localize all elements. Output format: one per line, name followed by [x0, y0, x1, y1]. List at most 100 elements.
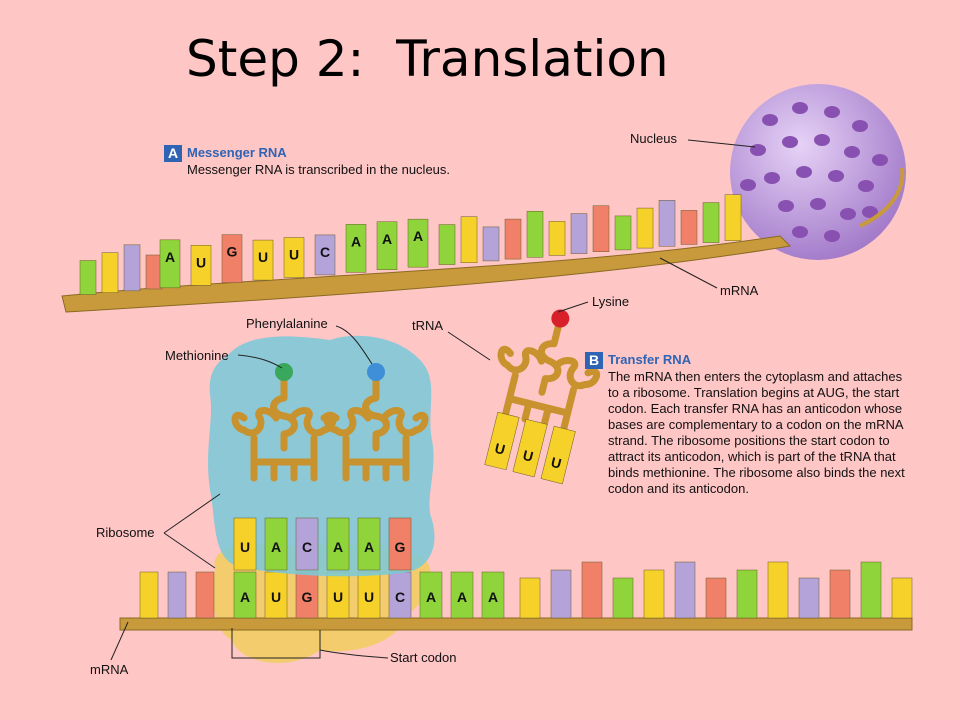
trna-bound — [231, 363, 337, 482]
nucleus-pore — [824, 230, 840, 242]
phenylalanine-sphere — [367, 363, 385, 381]
nucleus-sphere — [730, 84, 906, 260]
mrna-bottom-base — [643, 569, 665, 619]
mrna-top-base — [101, 252, 119, 293]
mrna-top-base — [614, 215, 632, 251]
anticodon-letter: U — [240, 539, 250, 555]
nucleus-pore — [810, 198, 826, 210]
lysine-sphere — [551, 309, 570, 328]
label-phenylalanine: Phenylalanine — [246, 316, 328, 331]
mrna-bottom-base: G — [295, 571, 319, 619]
mrna-top-base: A — [159, 239, 181, 289]
mrna-bottom-base: U — [357, 571, 381, 619]
nucleus-pore — [796, 166, 812, 178]
mrna-bottom-base — [519, 577, 541, 619]
mrna-bottom-base — [139, 571, 159, 619]
mrna-top-base: A — [407, 218, 429, 268]
mrna-top-base — [570, 213, 588, 254]
mrna-top-base: C — [314, 234, 336, 276]
label-trna: tRNA — [412, 318, 444, 333]
mrna-top-base — [482, 226, 500, 262]
nucleus-pore — [828, 170, 844, 182]
panel-a: A Messenger RNA Messenger RNA is transcri… — [164, 145, 524, 178]
mrna-top-letter: A — [382, 231, 392, 247]
anticodon-letter: A — [333, 539, 343, 555]
label-nucleus: Nucleus — [630, 131, 677, 146]
mrna-bottom-base — [550, 569, 572, 619]
nucleus-pore — [762, 114, 778, 126]
mrna-bottom-base — [581, 561, 603, 619]
anticodon-base: U — [233, 517, 257, 571]
mrna-top-base — [592, 205, 610, 252]
panel-a-heading: Messenger RNA — [187, 145, 287, 160]
free-anticodon-letter: U — [493, 440, 507, 458]
nucleus-pore — [824, 106, 840, 118]
nucleus-pore — [844, 146, 860, 158]
nucleus-pore — [852, 120, 868, 132]
mrna-bottom-base — [612, 577, 634, 619]
mrna-bottom-letter: U — [364, 589, 374, 605]
mrna-top-base: A — [376, 221, 398, 270]
mrna-bottom-letter: A — [426, 589, 436, 605]
anticodon-letter: A — [271, 539, 281, 555]
mrna-top-base — [636, 207, 654, 249]
mrna-top-letter: A — [413, 228, 423, 244]
mrna-bottom-base: A — [481, 571, 505, 619]
mrna-top-base — [123, 244, 141, 292]
mrna-bottom-letter: A — [488, 589, 498, 605]
slide-title: Step 2: Translation — [186, 30, 669, 88]
anticodon-base: A — [357, 517, 381, 571]
anticodon-base: G — [388, 517, 412, 571]
mrna-top-letter: U — [289, 247, 299, 263]
anticodon-base: A — [326, 517, 350, 571]
mrna-bottom-base — [705, 577, 727, 619]
mrna-top-base — [702, 202, 720, 243]
free-anticodon-base: U — [484, 411, 520, 471]
mrna-bottom-base — [860, 561, 882, 619]
mrna-bottom-letter: U — [333, 589, 343, 605]
panel-a-text: Messenger RNA is transcribed in the nucl… — [187, 162, 451, 177]
anticodon-base: A — [264, 517, 288, 571]
nucleus-pore — [740, 179, 756, 191]
anticodon-letter: G — [395, 539, 406, 555]
mrna-bottom-base — [891, 577, 913, 619]
mrna-bottom-base — [767, 561, 789, 619]
panel-b-heading: Transfer RNA — [608, 352, 692, 367]
free-anticodon-base: U — [512, 418, 548, 478]
mrna-backbone-bottom — [119, 617, 913, 631]
mrna-bottom-base: A — [450, 571, 474, 619]
nucleus-pore — [872, 154, 888, 166]
label-lysine: Lysine — [592, 294, 630, 309]
mrna-bottom-base — [829, 569, 851, 619]
free-anticodon-letter: U — [549, 454, 563, 472]
anticodon-letter: C — [302, 539, 312, 555]
mrna-top-base — [438, 224, 456, 265]
panel-a-badge: A — [164, 145, 182, 162]
mrna-bottom-base — [167, 571, 187, 619]
mrna-bottom-base: U — [326, 571, 350, 619]
mrna-bottom-base — [674, 561, 696, 619]
mrna-top-base: U — [283, 237, 305, 278]
mrna-bottom-base — [195, 571, 215, 619]
mrna-top-letter: A — [351, 233, 361, 249]
mrna-top-base — [658, 200, 676, 247]
mrna-tail — [859, 167, 905, 228]
mrna-backbone-top — [61, 235, 792, 313]
mrna-bottom-letter: G — [302, 589, 313, 605]
mrna-bottom-letter: A — [457, 589, 467, 605]
trna-bound — [323, 363, 429, 482]
mrna-bottom-letter: C — [395, 589, 405, 605]
mrna-top-base: G — [221, 234, 243, 283]
mrna-bottom-letter: A — [240, 589, 250, 605]
mrna-top-base: A — [345, 224, 367, 273]
mrna-top-base — [526, 211, 544, 258]
mrna-top-letter: A — [165, 249, 175, 265]
nucleus-pore — [792, 102, 808, 114]
mrna-bottom-base: A — [419, 571, 443, 619]
mrna-bottom-base: C — [388, 571, 412, 619]
